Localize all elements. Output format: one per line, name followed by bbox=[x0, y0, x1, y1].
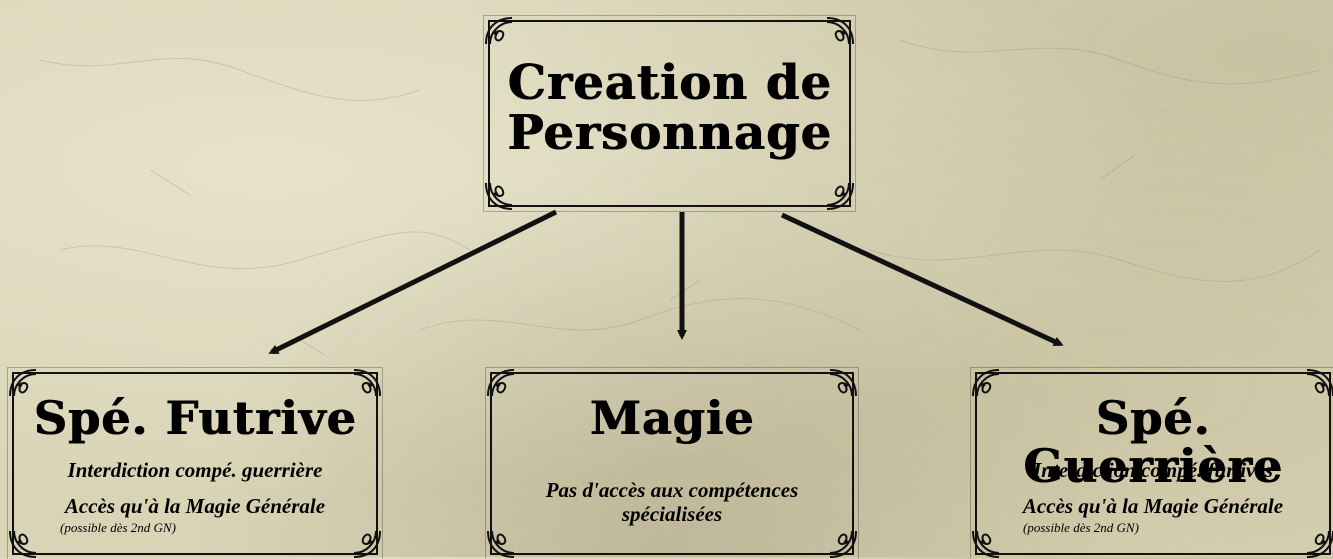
branch-title: Spé. Futrive bbox=[33, 391, 357, 445]
ornament-corner-icon bbox=[485, 17, 513, 45]
branch-line: Pas d'accès aux compétences bbox=[545, 478, 799, 502]
root-box-creation-personnage: Creation de Personnage bbox=[483, 15, 856, 212]
ornament-corner-icon bbox=[353, 369, 381, 397]
branch-box-guerriere: Spé. Guerrière Interdiction compé. furti… bbox=[970, 367, 1333, 559]
root-title-line2: Personnage bbox=[507, 105, 832, 162]
ornament-corner-icon bbox=[487, 369, 515, 397]
ornament-corner-icon bbox=[9, 369, 37, 397]
branch-line: Interdiction compé. furtives bbox=[1033, 458, 1273, 482]
branch-line: spécialisées bbox=[621, 502, 723, 526]
arrow-to-futrive bbox=[268, 209, 558, 355]
branch-note: (possible dès 2nd GN) bbox=[60, 520, 176, 535]
ornament-corner-icon bbox=[9, 530, 37, 558]
branch-note: (possible dès 2nd GN) bbox=[1023, 520, 1139, 535]
branch-line: Accès qu'à la Magie Générale bbox=[64, 494, 326, 518]
branch-line: Accès qu'à la Magie Générale bbox=[1022, 494, 1284, 518]
ornament-corner-icon bbox=[972, 530, 1000, 558]
branch-box-futrive: Spé. Futrive Interdiction compé. guerriè… bbox=[7, 367, 383, 559]
branch-title: Spé. Guerrière bbox=[1023, 391, 1283, 494]
ornament-corner-icon bbox=[1306, 530, 1333, 558]
root-title: Creation de Personnage bbox=[490, 58, 849, 159]
branch-title: Magie bbox=[589, 391, 755, 445]
ornament-corner-icon bbox=[353, 530, 381, 558]
ornament-corner-icon bbox=[485, 182, 513, 210]
ornament-corner-icon bbox=[829, 530, 857, 558]
ornament-corner-icon bbox=[826, 182, 854, 210]
ornament-corner-icon bbox=[826, 17, 854, 45]
ornament-corner-icon bbox=[972, 369, 1000, 397]
ornament-corner-icon bbox=[829, 369, 857, 397]
branch-box-magie: Magie Pas d'accès aux compétences spécia… bbox=[485, 367, 859, 559]
ornament-corner-icon bbox=[487, 530, 515, 558]
arrow-to-guerriere bbox=[780, 212, 1064, 347]
branch-line: Interdiction compé. guerrière bbox=[67, 458, 323, 482]
root-title-line1: Creation de bbox=[507, 55, 832, 111]
